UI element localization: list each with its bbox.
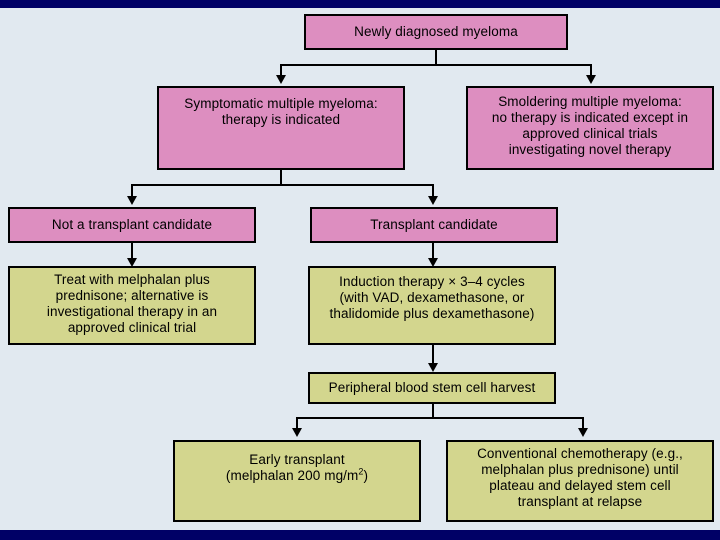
node-symptomatic-multiple-myeloma: Symptomatic multiple myeloma: therapy is… bbox=[157, 86, 405, 170]
connector-n7-stem bbox=[432, 345, 434, 365]
bottom-accent-bar bbox=[0, 530, 720, 540]
node-label-line2: therapy is indicated bbox=[221, 112, 341, 127]
connector-n2-right-drop bbox=[432, 184, 434, 198]
node-label-line3: approved clinical trials bbox=[522, 126, 658, 141]
connector-n2-stem bbox=[280, 170, 282, 185]
connector-n5-stem bbox=[432, 243, 434, 261]
node-label-line1: Induction therapy × 3–4 cycles bbox=[339, 274, 525, 289]
top-accent-bar bbox=[0, 0, 720, 8]
connector-n2-left-drop bbox=[131, 184, 133, 198]
node-label: Transplant candidate bbox=[370, 217, 498, 232]
node-label-line2: melphalan plus prednisone) until bbox=[481, 462, 679, 477]
node-label-superscript: 2 bbox=[358, 466, 364, 477]
arrow-to-induction-therapy bbox=[428, 258, 438, 267]
arrow-to-smoldering bbox=[586, 75, 596, 84]
arrow-to-conventional-chemotherapy bbox=[578, 428, 588, 437]
connector-n8-right-drop bbox=[582, 417, 584, 430]
connector-n1-right-drop bbox=[590, 64, 592, 77]
node-label-line3: investigational therapy in an bbox=[46, 304, 218, 319]
node-label-line4: approved clinical trial bbox=[67, 320, 197, 335]
node-label-line1: Treat with melphalan plus bbox=[54, 272, 210, 287]
arrow-to-stem-cell-harvest bbox=[428, 363, 438, 372]
connector-n1-left-drop bbox=[280, 64, 282, 77]
node-label: Newly diagnosed myeloma bbox=[354, 24, 518, 39]
node-label-line4: transplant at relapse bbox=[517, 494, 643, 509]
connector-n1-stem bbox=[435, 50, 437, 65]
arrow-to-melphalan-prednisone bbox=[127, 258, 137, 267]
node-peripheral-blood-stem-cell-harvest: Peripheral blood stem cell harvest bbox=[308, 372, 556, 404]
node-label-line3: plateau and delayed stem cell bbox=[489, 478, 671, 493]
node-label-line2: prednisone; alternative is bbox=[55, 288, 209, 303]
node-label: Peripheral blood stem cell harvest bbox=[328, 380, 536, 395]
node-label-line1: Conventional chemotherapy (e.g., bbox=[477, 446, 683, 461]
node-smoldering-multiple-myeloma: Smoldering multiple myeloma: no therapy … bbox=[466, 86, 714, 170]
node-early-transplant: Early transplant (melphalan 200 mg/m2) bbox=[173, 440, 421, 522]
connector-n2-bus bbox=[131, 184, 434, 186]
node-label-line2: (with VAD, dexamethasone, or bbox=[339, 290, 525, 305]
connector-n4-stem bbox=[131, 243, 133, 261]
connector-n8-stem bbox=[432, 404, 434, 418]
node-label-line3: thalidomide plus dexamethasone) bbox=[329, 306, 535, 321]
arrow-to-early-transplant bbox=[292, 428, 302, 437]
node-label-line1: Early transplant bbox=[249, 452, 345, 467]
node-melphalan-plus-prednisone: Treat with melphalan plus prednisone; al… bbox=[8, 266, 256, 345]
arrow-to-transplant-candidate bbox=[428, 196, 438, 205]
node-label-line1: Symptomatic multiple myeloma: bbox=[184, 96, 378, 111]
node-label-line2: no therapy is indicated except in bbox=[491, 110, 689, 125]
node-transplant-candidate: Transplant candidate bbox=[310, 207, 558, 243]
node-label-line4: investigating novel therapy bbox=[508, 142, 672, 157]
arrow-to-not-transplant-candidate bbox=[127, 196, 137, 205]
node-label: Not a transplant candidate bbox=[51, 217, 213, 232]
node-induction-therapy: Induction therapy × 3–4 cycles (with VAD… bbox=[308, 266, 556, 345]
node-label-line2b: ) bbox=[363, 468, 369, 483]
node-label-line1: Smoldering multiple myeloma: bbox=[498, 94, 682, 109]
connector-n8-bus bbox=[296, 417, 584, 419]
node-conventional-chemotherapy: Conventional chemotherapy (e.g., melphal… bbox=[446, 440, 714, 522]
connector-n1-bus bbox=[280, 64, 592, 66]
arrow-to-symptomatic bbox=[276, 75, 286, 84]
connector-n8-left-drop bbox=[296, 417, 298, 430]
node-not-a-transplant-candidate: Not a transplant candidate bbox=[8, 207, 256, 243]
node-label-line2a: (melphalan 200 mg/m bbox=[225, 468, 359, 483]
node-newly-diagnosed-myeloma: Newly diagnosed myeloma bbox=[304, 14, 568, 50]
